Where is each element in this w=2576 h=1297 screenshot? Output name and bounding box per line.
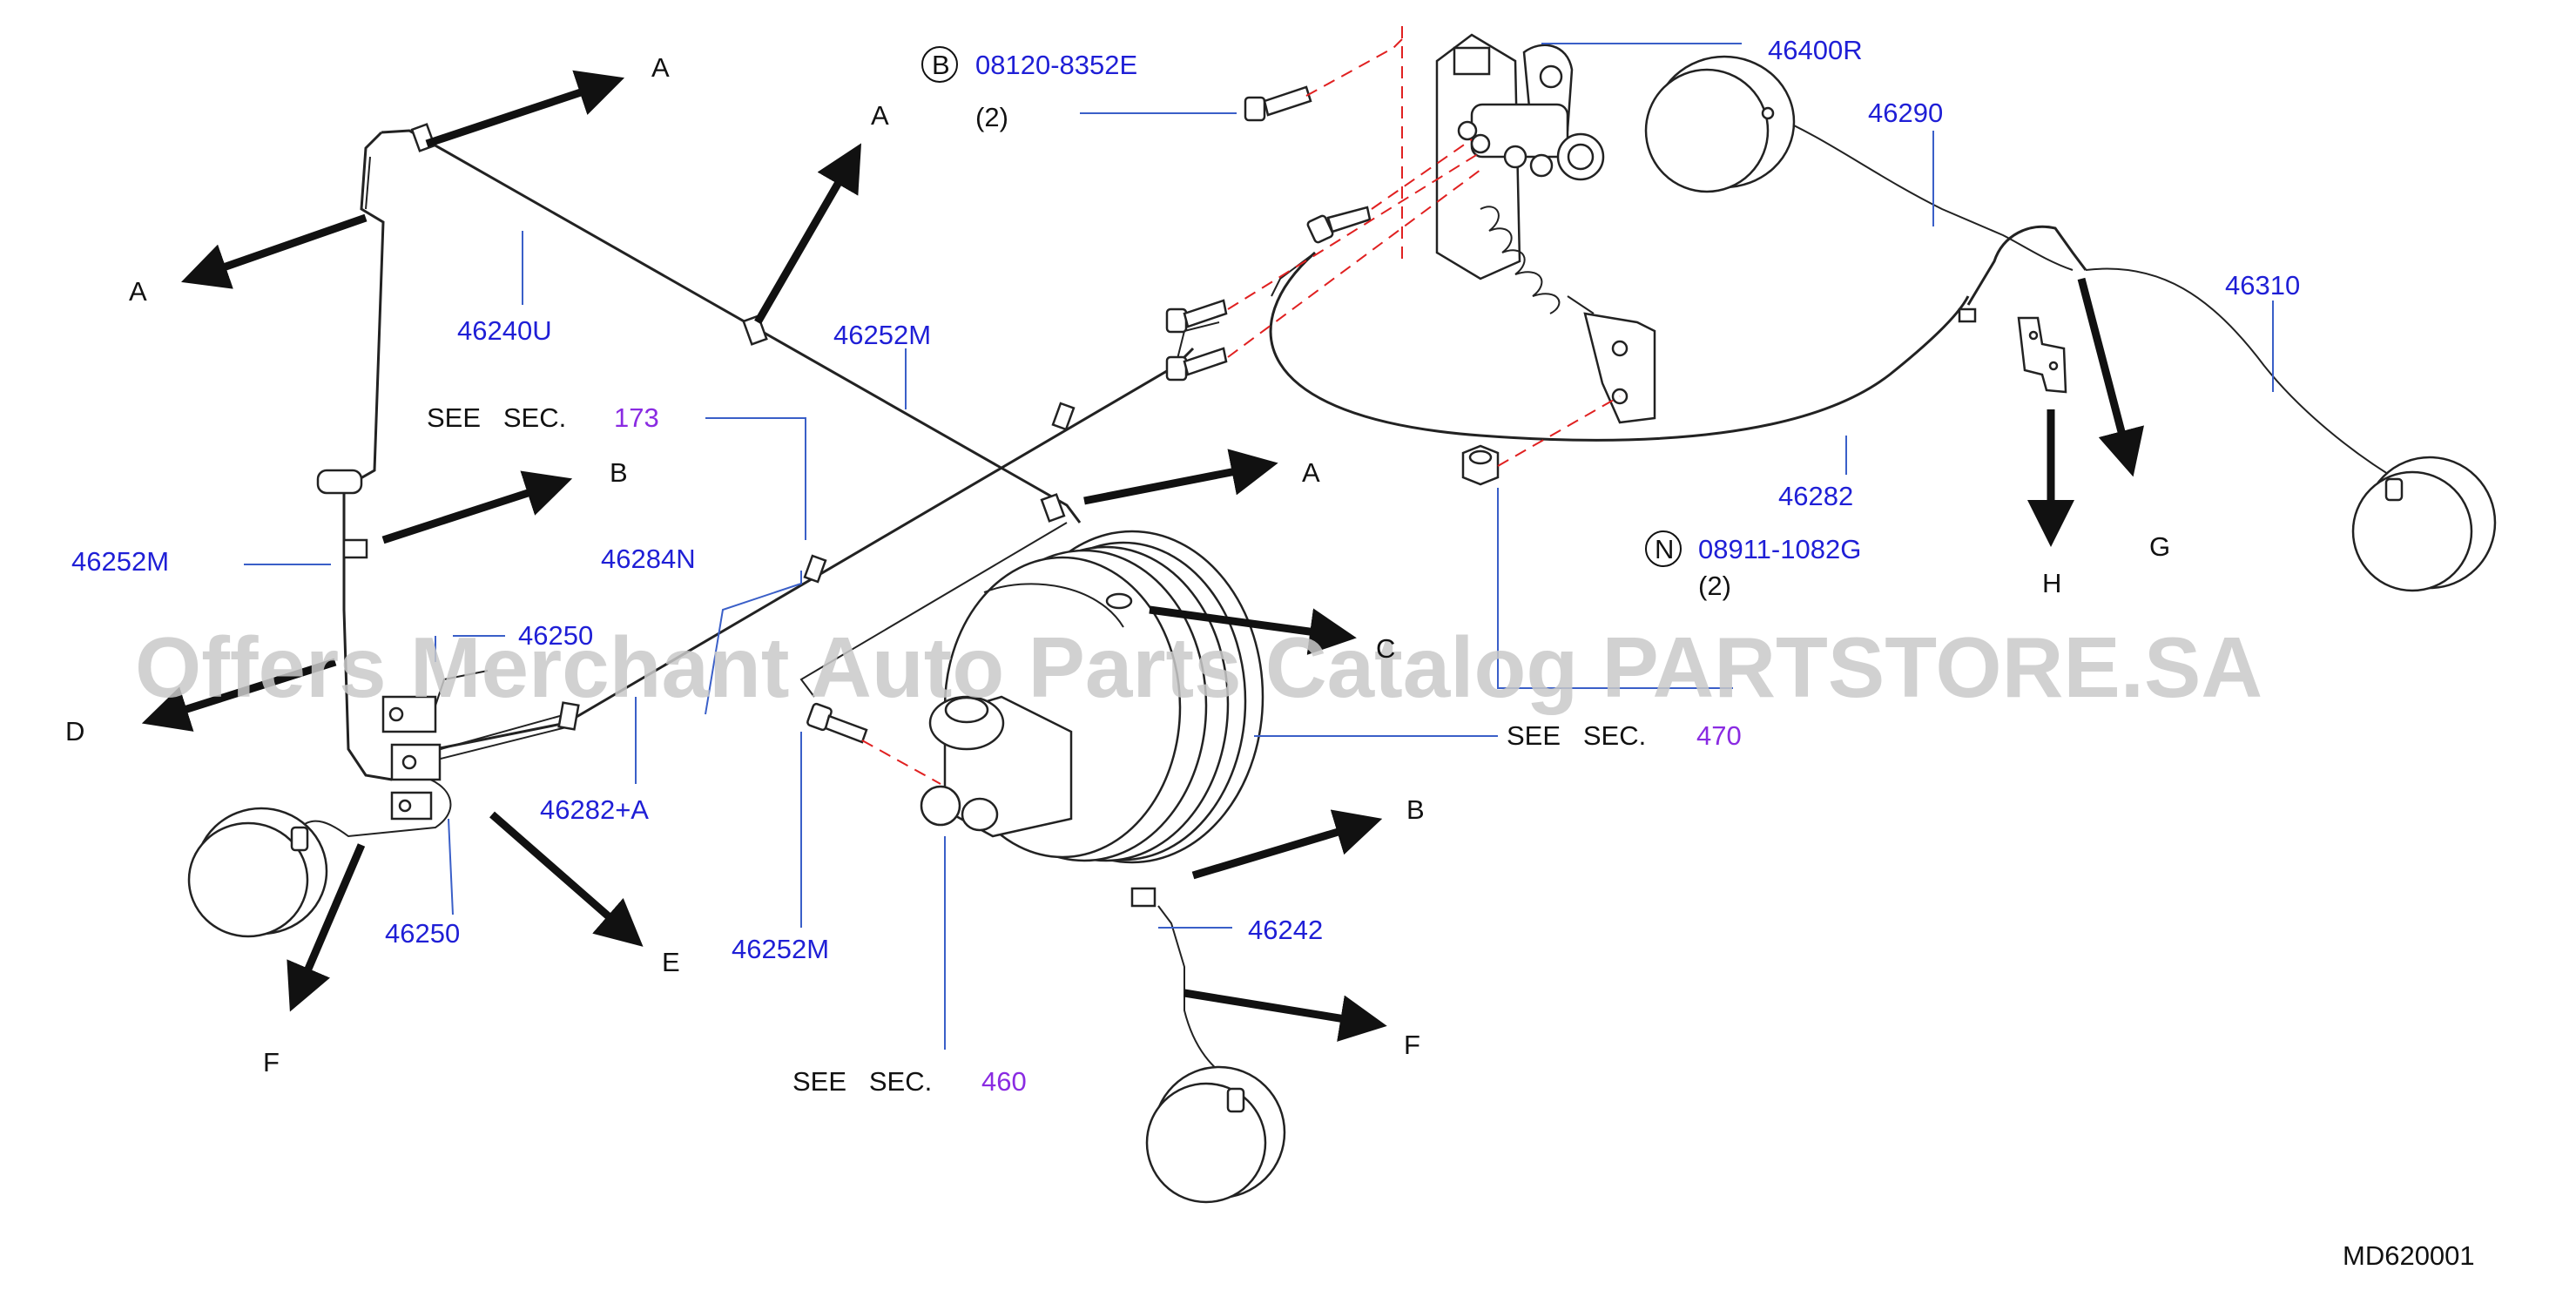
leader-lines	[244, 43, 2274, 1050]
diagram-code: MD620001	[2343, 1240, 2475, 1271]
arrow-a1	[425, 70, 625, 148]
section-references: SEE SEC. 173 SEE SEC. 470 SEE SEC. 460	[427, 402, 1742, 1097]
arrow-label-f1: F	[263, 1047, 280, 1077]
arrow-label-c1: C	[1376, 633, 1395, 664]
arrow-label-g1: G	[2149, 531, 2170, 562]
bolt-part-number: 08120-8352E	[975, 50, 1137, 80]
arrow-d1	[141, 658, 337, 732]
nut-quantity: (2)	[1698, 571, 1731, 601]
arrow-label-e1: E	[662, 947, 680, 977]
nut-symbol-circle	[1645, 530, 1682, 567]
arrow-label-a2: A	[129, 276, 147, 307]
drum-left	[187, 807, 328, 938]
see-sec-470-number: 470	[1696, 720, 1742, 751]
arrow-label-h1: H	[2042, 568, 2061, 598]
nut-symbol: N	[1655, 534, 1674, 564]
part-labels: 46400R 46290 46310 46240U 46252M 46252M …	[71, 35, 2300, 964]
load-sensing-valve	[1435, 33, 1656, 424]
drum-bottom	[1145, 1065, 1286, 1204]
see-sec-470-prefix: SEE SEC.	[1507, 720, 1646, 751]
dashed-guides	[861, 26, 1621, 785]
watermark-text: Offers Merchant Auto Parts Catalog PARTS…	[135, 619, 2262, 715]
nut-part-number: 08911-1082G	[1698, 534, 1861, 564]
label-46240U: 46240U	[457, 315, 552, 346]
arrow-a3	[754, 143, 862, 325]
arrow-f2	[1183, 989, 1387, 1042]
fastener-labels: B 08120-8352E (2) N 08911-1082G (2)	[921, 46, 1861, 601]
bolt-quantity: (2)	[975, 102, 1008, 132]
label-46242: 46242	[1248, 915, 1323, 945]
arrow-label-a4: A	[1302, 457, 1320, 488]
label-46284N: 46284N	[601, 544, 696, 574]
arrow-a2	[181, 213, 368, 289]
brake-drums	[187, 55, 2497, 1204]
arrow-label-b1: B	[610, 457, 628, 488]
arrow-label-b2: B	[1406, 794, 1425, 825]
arrow-label-a1: A	[651, 52, 670, 83]
bracket-h	[2017, 316, 2067, 394]
arrow-e1	[489, 811, 644, 947]
bolt-symbol-circle	[921, 46, 958, 83]
bolt-symbol: B	[932, 50, 950, 80]
arrow-b1	[381, 470, 573, 544]
label-46250-bottom: 46250	[385, 918, 460, 949]
drum-top-right	[1644, 55, 1796, 193]
brake-booster	[920, 530, 1264, 864]
direction-arrows	[141, 70, 2144, 1042]
pipe-clips	[316, 123, 1977, 908]
arrow-c1	[1149, 605, 1357, 655]
drum-right	[2351, 456, 2497, 592]
label-46252M-bottom: 46252M	[732, 934, 829, 964]
see-sec-173-prefix: SEE SEC.	[427, 402, 566, 433]
valve-block-left	[381, 670, 489, 821]
arrow-label-a3: A	[871, 100, 889, 131]
arrow-f1	[287, 843, 366, 1012]
arrow-label-f2: F	[1404, 1030, 1420, 1060]
see-sec-460-number: 460	[981, 1066, 1027, 1097]
arrow-a4	[1083, 449, 1278, 505]
label-46250-top: 46250	[518, 620, 593, 651]
label-46282A: 46282+A	[540, 794, 649, 825]
label-46400R: 46400R	[1768, 35, 1863, 65]
label-46252M-left: 46252M	[71, 546, 169, 577]
arrow-b2	[1191, 809, 1383, 880]
brake-pipes	[300, 112, 2404, 1090]
arrow-label-d1: D	[65, 716, 84, 746]
label-46282: 46282	[1778, 481, 1853, 511]
label-46290: 46290	[1868, 98, 1943, 128]
see-sec-173-number: 173	[614, 402, 659, 433]
label-46310: 46310	[2225, 270, 2300, 301]
bolts	[806, 85, 1500, 744]
arrow-labels: A A A A B B C D E F F G H	[65, 52, 2170, 1077]
label-46252M-top: 46252M	[833, 320, 931, 350]
see-sec-460-prefix: SEE SEC.	[792, 1066, 932, 1097]
arrow-g1	[2077, 277, 2144, 477]
